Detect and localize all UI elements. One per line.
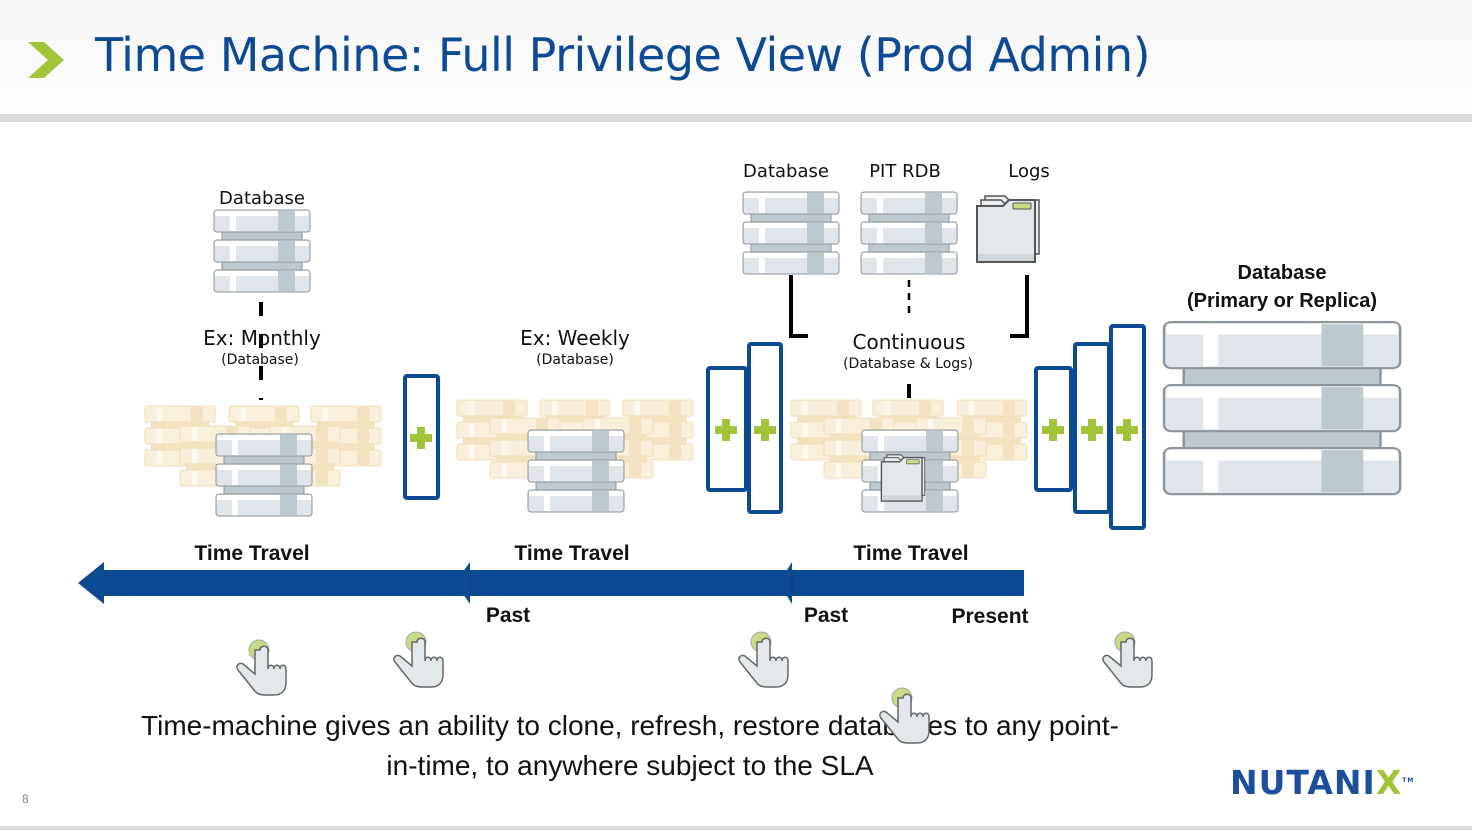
plus-box-group <box>706 342 783 514</box>
nutanix-logo: NUTANIXTM <box>1230 763 1414 802</box>
time-travel-arrow <box>78 562 1024 604</box>
frequency-label: Continuous <box>852 330 966 354</box>
slide-title: Time Machine: Full Privilege View (Prod … <box>95 28 1151 82</box>
plus-box-group <box>1034 324 1146 530</box>
past-label: Past <box>803 604 849 627</box>
frequency-label: Ex: Weekly <box>520 326 630 350</box>
caption-line-2: in-time, to anywhere subject to the SLA <box>386 750 874 781</box>
header-divider <box>0 114 1472 122</box>
pit-rdb-icon <box>861 192 957 274</box>
caption: Time-machine gives an ability to clone, … <box>80 706 1180 786</box>
tap-hand-overlay <box>879 687 930 744</box>
time-travel-label: Time Travel <box>514 542 630 565</box>
caption-line-1: Time-machine gives an ability to clone, … <box>141 710 1119 741</box>
plus-box <box>403 374 440 500</box>
folder-stack-icon <box>880 454 926 502</box>
footer-divider <box>0 826 1472 830</box>
tap-hand-icon[interactable] <box>393 631 444 688</box>
target-database-icon <box>1164 322 1400 494</box>
tap-hand-icon[interactable] <box>1102 631 1153 688</box>
past-label: Past <box>485 604 531 627</box>
database-snapshot-icon <box>528 430 624 512</box>
logs-folder-icon <box>976 195 1040 263</box>
target-subtitle: (Primary or Replica) <box>1186 290 1378 312</box>
frequency-sub-label: (Database & Logs) <box>843 356 973 372</box>
database-snapshot-icon <box>216 434 312 516</box>
logo-tm: TM <box>1402 777 1415 784</box>
section-continuous <box>743 192 1040 512</box>
source-label: Database <box>219 188 305 209</box>
target-title: Database <box>1237 262 1327 284</box>
frequency-sub-label: (Database) <box>536 352 614 368</box>
page-number: 8 <box>22 792 29 806</box>
database-icon <box>743 192 839 274</box>
logo-x: X <box>1375 763 1403 802</box>
tap-hand-icon <box>879 693 930 744</box>
source-label-pit-rdb: PIT RDB <box>869 161 941 182</box>
time-travel-label: Time Travel <box>194 542 310 565</box>
logo-text: NUTANI <box>1230 763 1376 802</box>
chevron-right-icon <box>28 42 64 78</box>
section-weekly <box>457 400 693 512</box>
database-icon <box>214 210 310 292</box>
source-label-logs: Logs <box>1008 161 1050 182</box>
present-label: Present <box>951 605 1029 628</box>
source-label-database: Database <box>743 161 829 182</box>
frequency-label: Ex: Monthly <box>203 326 321 350</box>
time-travel-label: Time Travel <box>853 542 969 565</box>
tap-hand-icon[interactable] <box>236 639 287 696</box>
tap-hand-icon[interactable] <box>738 631 789 688</box>
frequency-sub-label: (Database) <box>221 352 299 368</box>
slide-header <box>0 0 1472 118</box>
